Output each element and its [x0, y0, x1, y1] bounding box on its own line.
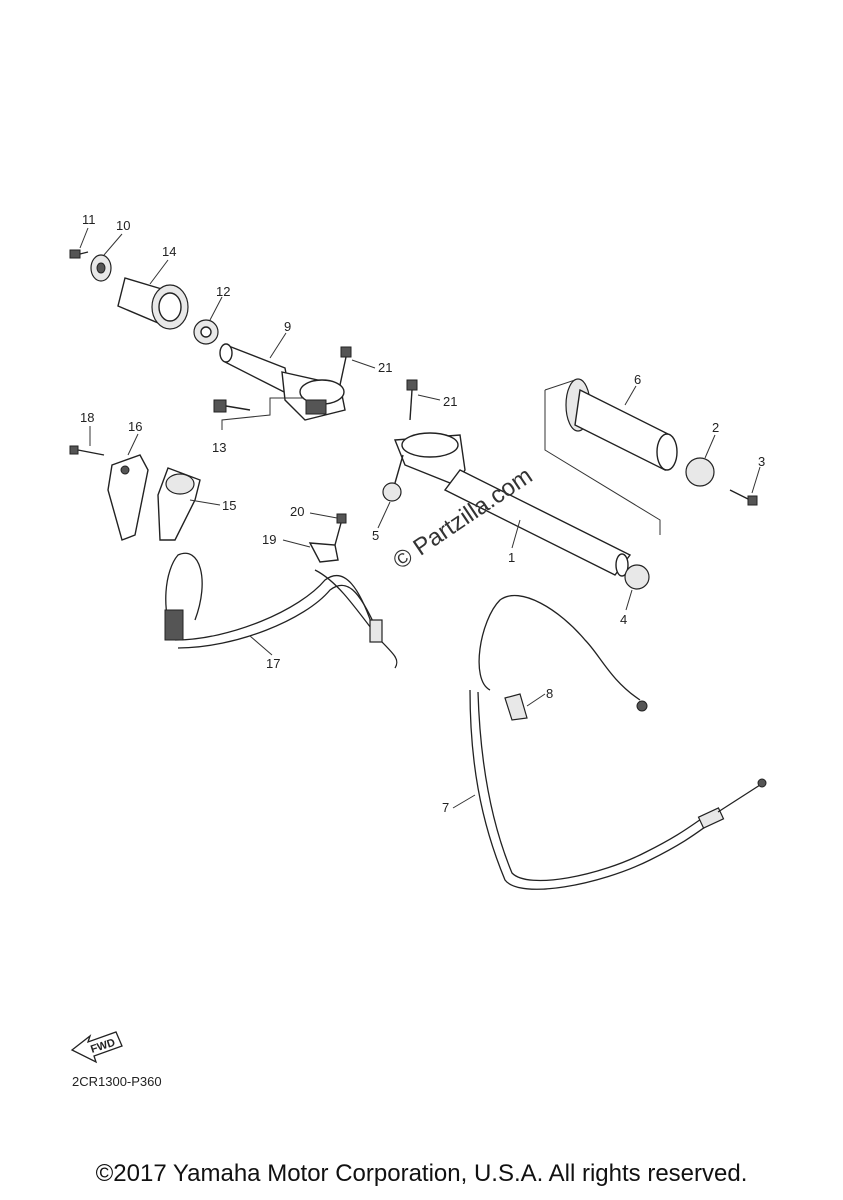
label-6: 6 [634, 372, 641, 387]
part-6-grip [565, 378, 678, 472]
part-14-throttle-grip [117, 277, 189, 330]
label-10: 10 [116, 218, 130, 233]
part-11-bolt [69, 249, 89, 259]
part-10-bar-end [90, 254, 112, 282]
label-18: 18 [80, 410, 94, 425]
label-15: 15 [222, 498, 236, 513]
part-7-cable [469, 594, 767, 890]
label-7: 7 [442, 800, 449, 815]
label-1: 1 [508, 550, 515, 565]
part-15-housing [157, 467, 201, 541]
part-20-screw [334, 513, 347, 546]
part-4-collar [624, 564, 650, 590]
group-bracket [544, 390, 661, 535]
label-12: 12 [216, 284, 230, 299]
label-2: 2 [712, 420, 719, 435]
label-3: 3 [758, 454, 765, 469]
leader-lines [79, 227, 761, 809]
part-16-housing [107, 454, 149, 541]
label-8: 8 [546, 686, 553, 701]
part-13-bolt [213, 399, 251, 413]
label-20: 20 [290, 504, 304, 519]
part-21-bolt-left [339, 346, 352, 386]
part-5-knob [382, 454, 404, 502]
label-11: 11 [82, 212, 96, 227]
part-3-screw [729, 489, 758, 506]
label-17: 17 [266, 656, 280, 671]
label-9: 9 [284, 319, 291, 334]
diagram-code: 2CR1300-P360 [72, 1074, 162, 1089]
label-13: 13 [212, 440, 226, 455]
label-14: 14 [162, 244, 176, 259]
label-5: 5 [372, 528, 379, 543]
label-4: 4 [620, 612, 627, 627]
label-19: 19 [262, 532, 276, 547]
part-9-left-handlebar [219, 343, 346, 421]
part-19-clamp [308, 542, 339, 563]
part-8-clip [504, 693, 528, 721]
copyright-notice: ©2017 Yamaha Motor Corporation, U.S.A. A… [95, 1160, 748, 1187]
label-16: 16 [128, 419, 142, 434]
part-12-collar [193, 319, 219, 345]
part-21-bolt-right [406, 379, 418, 421]
part-18-bolt [69, 445, 105, 456]
label-21-b: 21 [443, 394, 457, 409]
label-21-a: 21 [378, 360, 392, 375]
fwd-arrow-icon: FWD [70, 1031, 123, 1064]
part-2-end [685, 457, 715, 487]
part-17-throttle-cables [164, 552, 398, 669]
part-1-right-handlebar [393, 432, 632, 577]
